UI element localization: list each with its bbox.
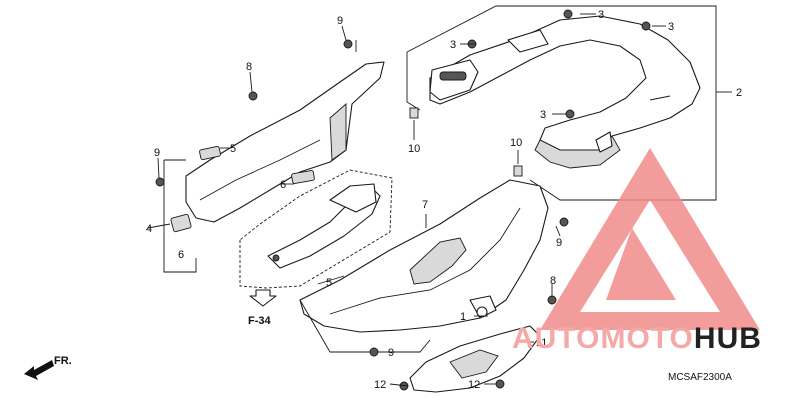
- callout-1: 1: [460, 311, 466, 323]
- rubber-4: [170, 213, 192, 233]
- callout-5a: 5: [230, 143, 236, 155]
- callout-12a: 12: [374, 379, 386, 391]
- callout-8a: 8: [246, 61, 252, 73]
- callout-6b: 6: [178, 249, 184, 261]
- left-side-cover: [185, 61, 385, 223]
- watermark-logo: [540, 148, 760, 330]
- front-label: FR.: [54, 355, 72, 367]
- callout-12b: 12: [468, 379, 480, 391]
- watermark-part2: HUB: [694, 322, 762, 355]
- callout-4: 4: [146, 223, 152, 235]
- reference-f34: F-34: [248, 289, 277, 327]
- inner-bracket: [267, 183, 381, 269]
- diagram-code: MCSAF2300A: [668, 372, 732, 383]
- grab-rail-assembly: [429, 15, 701, 169]
- ref-label: F-34: [248, 315, 272, 327]
- callout-3a: 3: [598, 9, 604, 21]
- callout-9b: 9: [154, 147, 160, 159]
- callout-7: 7: [422, 199, 428, 211]
- right-side-cover: [299, 179, 549, 333]
- watermark-part1: AUTOMOTO: [512, 322, 694, 355]
- callout-3d: 3: [540, 109, 546, 121]
- callout-11: 11: [536, 337, 547, 349]
- callout-10a: 10: [408, 143, 420, 155]
- rubber-6: [291, 170, 315, 184]
- watermark-text: AUTOMOTOHUB: [512, 322, 762, 355]
- callout-3c: 3: [450, 39, 456, 51]
- callout-2: 2: [736, 87, 742, 99]
- tail-cover: [409, 325, 541, 393]
- callout-5b: 5: [326, 277, 332, 289]
- front-direction-indicator: FR.: [24, 355, 72, 380]
- callout-labels: 9 8 9 5 6 4 6 3 3 3 3 2 10 10 7 9 8 5 1 …: [146, 9, 742, 391]
- callout-10b: 10: [510, 137, 522, 149]
- callout-9c: 9: [556, 237, 562, 249]
- callout-6a: 6: [280, 179, 286, 191]
- front-arrow-icon: [24, 360, 54, 380]
- rail-bracket-line: [406, 5, 717, 201]
- callout-9a: 9: [337, 15, 343, 27]
- callout-3b: 3: [668, 21, 674, 33]
- callout-8b: 8: [550, 275, 556, 287]
- callout-9d: 9: [388, 347, 394, 359]
- leader-lines: [147, 13, 666, 387]
